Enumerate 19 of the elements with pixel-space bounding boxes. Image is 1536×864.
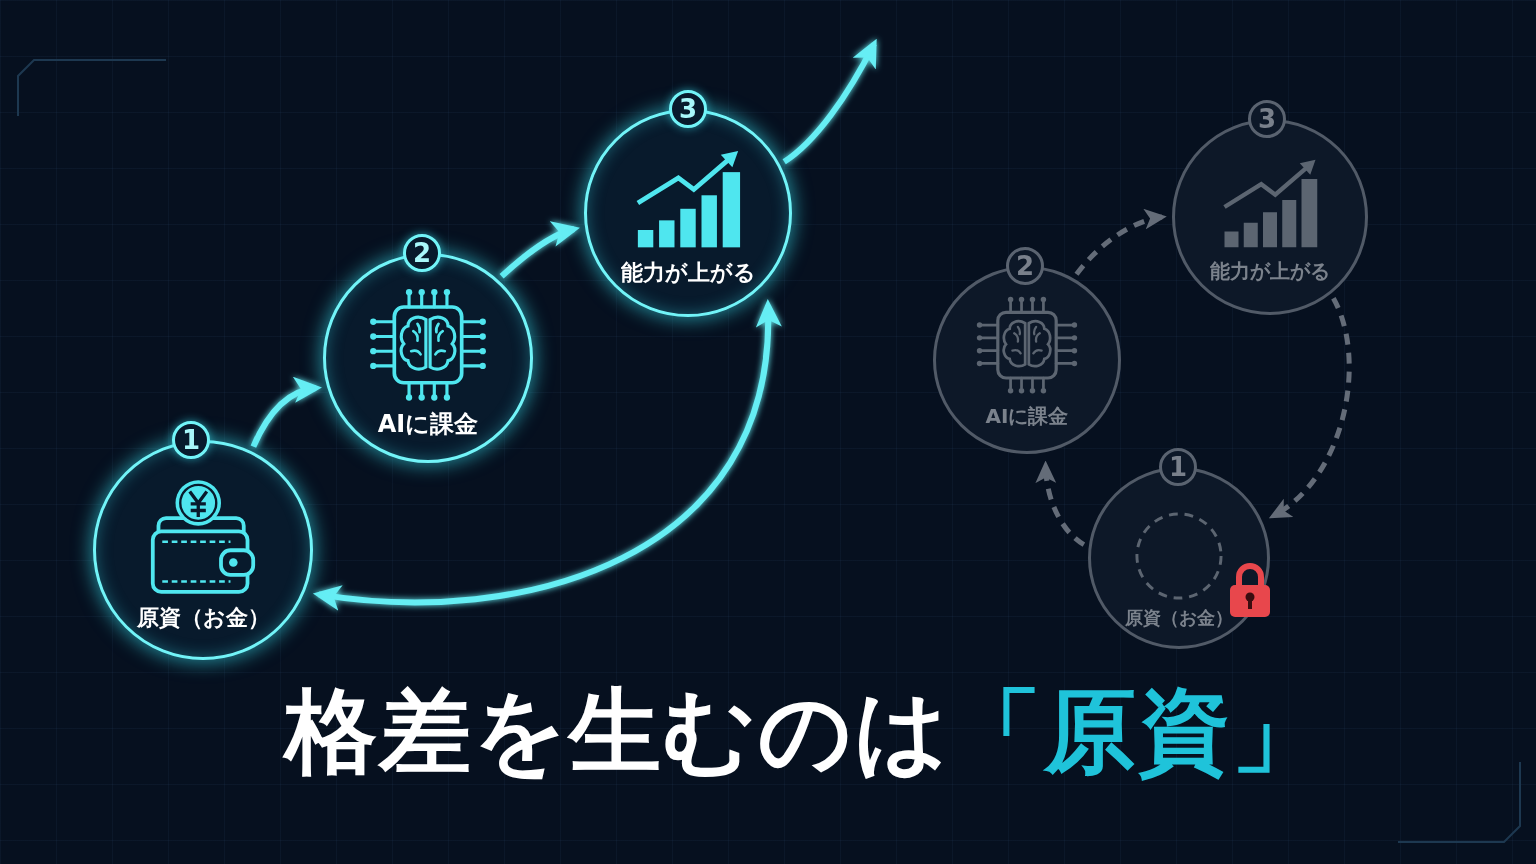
dashed-arrow: [1074, 209, 1167, 276]
step-number: 2: [403, 234, 441, 272]
step-label: 原資（お金）: [136, 604, 270, 632]
step-label: 能力が上がる: [620, 259, 756, 287]
step-label: AIに課金: [377, 408, 479, 439]
arrow: [250, 378, 322, 448]
step-number: 3: [1248, 100, 1286, 138]
step-label: 原資（お金）: [1125, 606, 1233, 630]
step-number: 3: [669, 90, 707, 128]
step-label: AIに課金: [985, 403, 1069, 429]
step-number: 1: [172, 421, 210, 459]
arrow: [312, 299, 780, 610]
arrow: [499, 222, 580, 279]
arrow: [782, 38, 877, 165]
dashed-arrow: [1036, 460, 1086, 547]
step-label: 能力が上がる: [1210, 259, 1330, 284]
step-number: 1: [1159, 448, 1197, 486]
step-number: 2: [1006, 247, 1044, 285]
dashed-arrow: [1269, 297, 1352, 519]
